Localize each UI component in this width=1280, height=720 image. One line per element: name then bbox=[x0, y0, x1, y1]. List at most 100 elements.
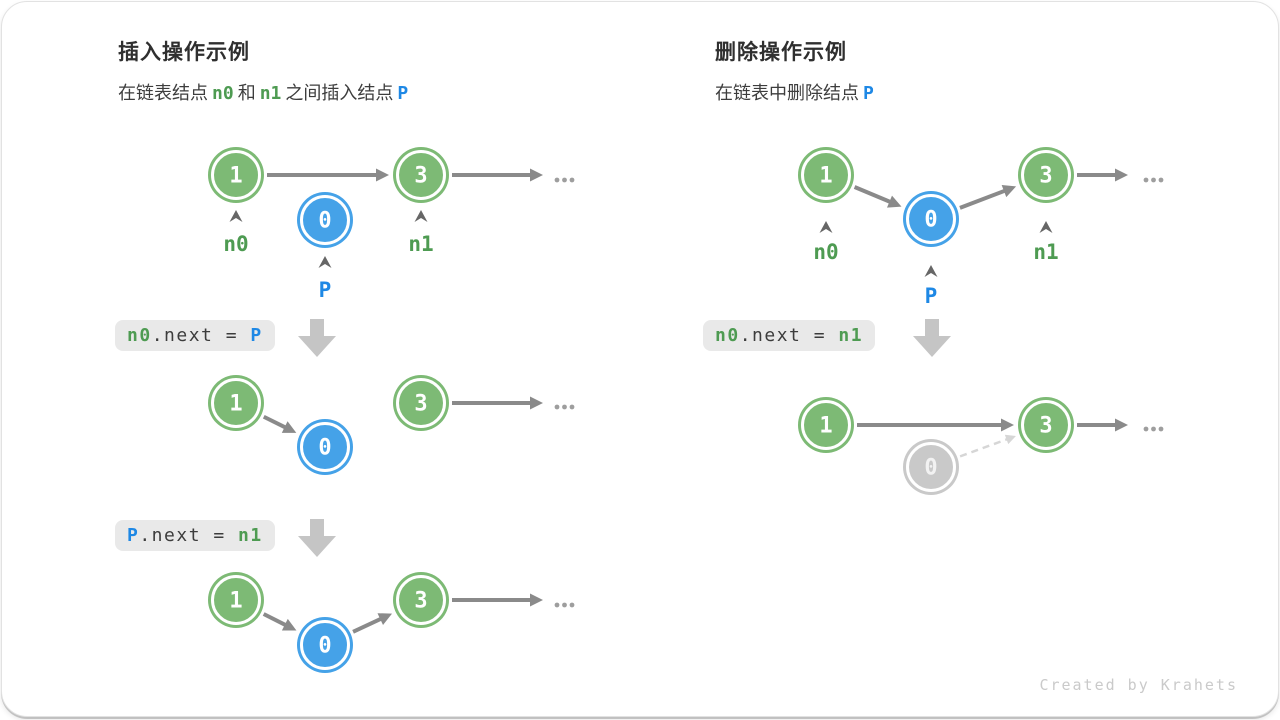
text-segment: 和 bbox=[237, 83, 256, 103]
caret-marker bbox=[318, 256, 332, 268]
svg-text:0: 0 bbox=[318, 436, 331, 461]
arrowhead bbox=[281, 618, 297, 631]
arrowhead bbox=[1115, 168, 1128, 182]
node-ref-label-n1: n1 bbox=[408, 232, 433, 256]
list-node-1-green: 1 bbox=[798, 397, 854, 453]
dashed-pointer-arrow bbox=[959, 437, 1010, 458]
svg-text:3: 3 bbox=[414, 392, 427, 417]
ellipsis-dot bbox=[569, 602, 575, 608]
code-token: P bbox=[127, 525, 140, 546]
list-node-1-green: 1 bbox=[208, 375, 264, 431]
caret-marker bbox=[414, 210, 428, 222]
list-node-0-blue: 0 bbox=[903, 191, 959, 247]
list-node-1-green: 1 bbox=[798, 147, 854, 203]
list-node-1-green: 1 bbox=[208, 572, 264, 628]
arrowhead bbox=[377, 613, 393, 625]
down-block-arrow bbox=[298, 319, 336, 357]
ellipsis-dot bbox=[562, 177, 567, 183]
down-block-arrow bbox=[298, 519, 336, 557]
arrowhead bbox=[281, 421, 297, 433]
svg-text:1: 1 bbox=[229, 392, 242, 417]
node-ref-label-n0: n0 bbox=[223, 232, 248, 256]
code-token: n1 bbox=[259, 83, 282, 104]
caret-marker bbox=[819, 221, 833, 233]
list-node-3-green: 3 bbox=[1018, 397, 1074, 453]
list-node-0-blue: 0 bbox=[297, 419, 353, 475]
svg-text:3: 3 bbox=[1039, 414, 1052, 439]
ellipsis-dot bbox=[1151, 177, 1156, 183]
list-node-3-green: 3 bbox=[393, 375, 449, 431]
caret-marker bbox=[229, 210, 243, 222]
code-token: n1 bbox=[838, 325, 864, 346]
list-node-3-green: 3 bbox=[393, 572, 449, 628]
node-ref-label-n0: n0 bbox=[813, 240, 838, 264]
code-token: n1 bbox=[238, 525, 263, 546]
pointer-arrow bbox=[959, 187, 1009, 210]
svg-text:0: 0 bbox=[924, 456, 937, 481]
insert-title: 插入操作示例 bbox=[118, 41, 250, 64]
arrowhead bbox=[376, 168, 389, 182]
ellipsis-dot bbox=[562, 404, 567, 410]
svg-text:0: 0 bbox=[318, 209, 331, 234]
list-node-0-gray: 0 bbox=[903, 439, 959, 495]
ellipsis-dot bbox=[562, 602, 567, 608]
svg-text:3: 3 bbox=[414, 164, 427, 189]
arrowhead bbox=[1115, 418, 1128, 432]
credit-text: Created by Krahets bbox=[1039, 676, 1238, 694]
code-token: P bbox=[397, 83, 409, 104]
code-token: P bbox=[250, 325, 263, 346]
code-box-n0-next-n1: n0.next = n1 bbox=[703, 320, 876, 351]
ellipsis-dot bbox=[554, 177, 560, 183]
ellipsis-dot bbox=[1158, 426, 1164, 432]
node-ref-label-P: P bbox=[319, 278, 332, 302]
ellipsis-dot bbox=[1158, 177, 1164, 183]
arrowhead bbox=[530, 593, 543, 607]
text-segment: 在链表中删除结点 bbox=[715, 83, 859, 103]
ellipsis-dot bbox=[1143, 426, 1149, 432]
node-ref-label-P: P bbox=[925, 284, 938, 308]
pointer-arrow bbox=[853, 185, 894, 205]
svg-text:1: 1 bbox=[229, 589, 242, 614]
caret-marker bbox=[1039, 221, 1053, 233]
down-block-arrow bbox=[913, 319, 951, 357]
delete-title: 删除操作示例 bbox=[715, 41, 847, 64]
text-segment: 之间插入结点 bbox=[285, 83, 394, 103]
text-segment: .next = bbox=[139, 525, 239, 546]
ellipsis-dot bbox=[554, 404, 560, 410]
text-segment: .next = bbox=[739, 325, 839, 346]
pointer-arrow bbox=[262, 612, 290, 629]
svg-text:0: 0 bbox=[318, 634, 331, 659]
svg-text:1: 1 bbox=[819, 414, 832, 439]
arrowhead bbox=[1004, 434, 1016, 445]
ellipsis-dot bbox=[1151, 426, 1156, 432]
pointer-arrow bbox=[262, 414, 290, 431]
list-node-1-green: 1 bbox=[208, 147, 264, 203]
code-box-p-next-n1: P.next = n1 bbox=[115, 520, 275, 551]
svg-text:1: 1 bbox=[819, 164, 832, 189]
list-node-0-blue: 0 bbox=[297, 617, 353, 673]
ellipsis-dot bbox=[569, 177, 575, 183]
arrowhead bbox=[886, 195, 902, 208]
list-node-0-blue: 0 bbox=[297, 192, 353, 248]
text-segment: 在链表结点 bbox=[118, 83, 208, 103]
svg-text:0: 0 bbox=[924, 208, 937, 233]
node-ref-label-n1: n1 bbox=[1033, 240, 1058, 264]
code-box-n0-next-p: n0.next = P bbox=[115, 320, 275, 351]
ellipsis-dot bbox=[569, 404, 575, 410]
code-token: n0 bbox=[715, 325, 740, 346]
arrowhead bbox=[1001, 185, 1017, 198]
text-segment: .next = bbox=[151, 325, 251, 346]
pointer-arrow bbox=[352, 615, 385, 634]
arrowhead bbox=[530, 168, 543, 182]
code-token: P bbox=[863, 83, 874, 104]
arrowhead bbox=[1001, 418, 1014, 432]
svg-text:3: 3 bbox=[1039, 164, 1052, 189]
svg-text:3: 3 bbox=[414, 589, 427, 614]
svg-text:1: 1 bbox=[229, 164, 242, 189]
list-node-3-green: 3 bbox=[393, 147, 449, 203]
